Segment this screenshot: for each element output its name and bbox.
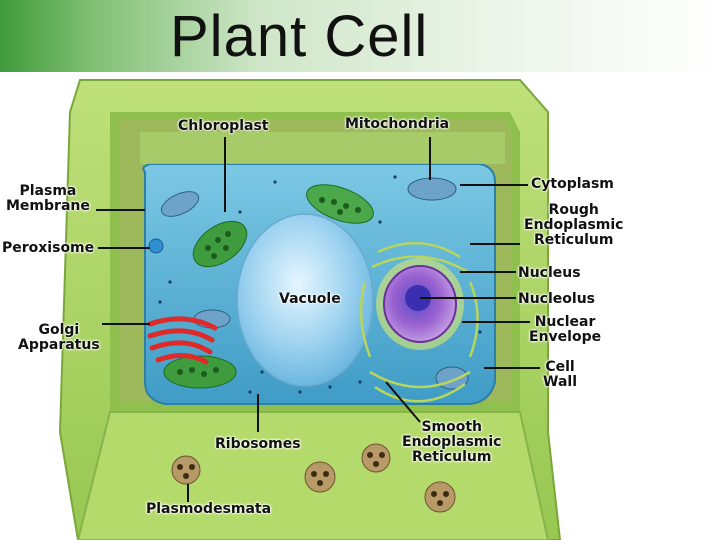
label-mitochondria: Mitochondria [345,116,450,132]
nucleus [376,258,464,350]
label-chloroplast: Chloroplast [178,118,269,134]
nucleolus [405,285,431,311]
plasmodesmata [171,443,456,513]
ribosomes [158,175,482,394]
label-smooth-er: Smooth Endoplasmic Reticulum [402,419,502,465]
label-golgi-apparatus: Golgi Apparatus [18,322,100,353]
page-title: Plant Cell [170,4,429,69]
peroxisome [148,238,164,254]
label-nuclear-envelope: Nuclear Envelope [529,314,602,345]
label-plasmodesmata: Plasmodesmata [146,501,272,517]
vacuole [236,213,374,387]
leader-lines [96,137,540,502]
label-nucleolus: Nucleolus [518,291,595,307]
golgi-apparatus [147,316,218,365]
label-peroxisome: Peroxisome [2,240,95,256]
plant-cell-diagram [58,79,562,540]
mitochondria [160,177,469,390]
label-nucleus: Nucleus [518,265,581,281]
label-ribosomes: Ribosomes [215,436,301,452]
label-vacuole: Vacuole [279,291,341,307]
label-cytoplasm: Cytoplasm [531,176,614,192]
rough-er [359,241,479,403]
title-band [0,0,720,72]
label-cell-wall: Cell Wall [543,359,577,390]
label-rough-er: Rough Endoplasmic Reticulum [524,202,624,248]
label-plasma-membrane: Plasma Membrane [6,183,90,214]
chloroplast [163,184,374,389]
